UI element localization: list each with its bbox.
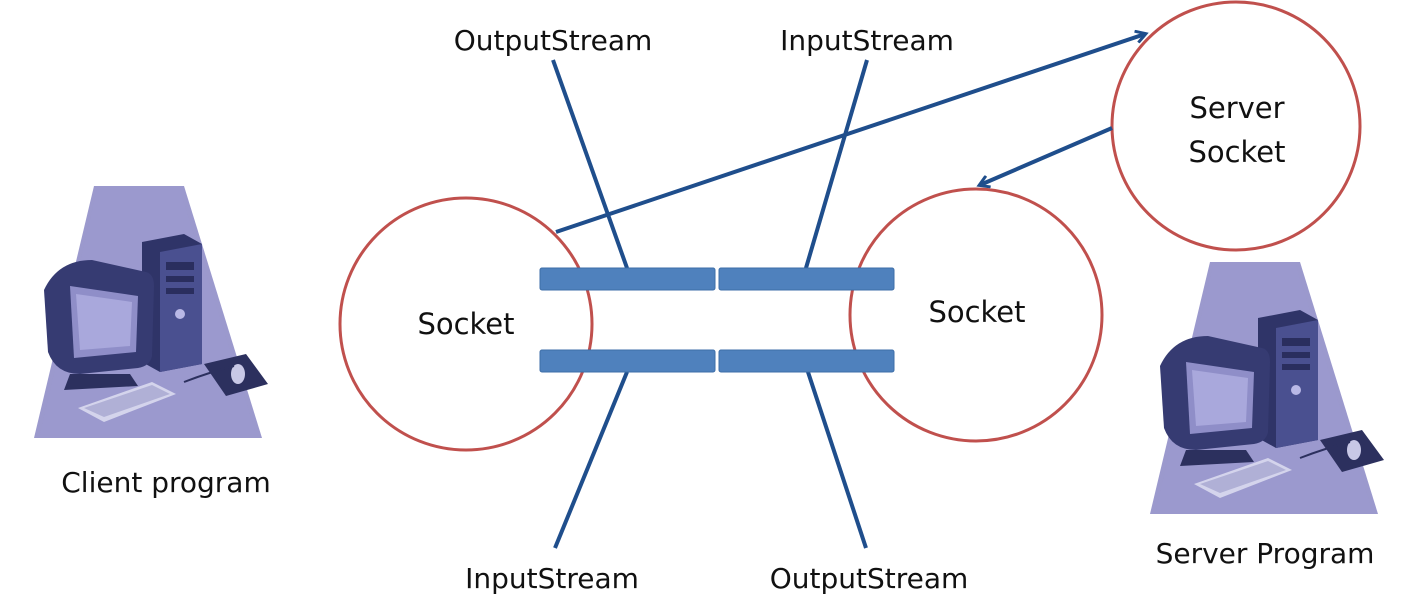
- output-stream-top-label: OutputStream: [454, 24, 653, 57]
- client-computer-icon: [33, 185, 269, 439]
- input-stream-bottom-label: InputStream: [465, 562, 639, 595]
- pipe-bottom-left: [539, 349, 716, 373]
- input-stream-top-label: InputStream: [780, 24, 954, 57]
- input-stream-bottom-line: [553, 371, 629, 549]
- client-socket-circle: [338, 196, 594, 452]
- output-stream-bottom-label: OutputStream: [770, 562, 969, 595]
- server-computer-icon: [1149, 261, 1385, 515]
- pipe-top-left: [539, 267, 716, 291]
- server-socket-circle: [1110, 0, 1362, 252]
- server-socket-label-line1: Server: [1189, 91, 1284, 125]
- server-connection-socket-circle: [848, 187, 1104, 443]
- client-socket-label: Socket: [417, 307, 514, 341]
- server-socket-label-line2: Socket: [1188, 135, 1285, 169]
- accept-arrow: [980, 126, 1113, 185]
- connect-arrow: [555, 34, 1145, 234]
- pipe-top-right: [718, 267, 895, 291]
- input-stream-top-line: [804, 59, 869, 269]
- output-stream-top-line: [551, 59, 629, 269]
- server-program-label: Server Program: [1156, 537, 1375, 570]
- pipe-bottom-right: [718, 349, 895, 373]
- server-connection-socket-label: Socket: [928, 295, 1025, 329]
- output-stream-bottom-line: [806, 371, 868, 549]
- client-program-label: Client program: [61, 466, 270, 499]
